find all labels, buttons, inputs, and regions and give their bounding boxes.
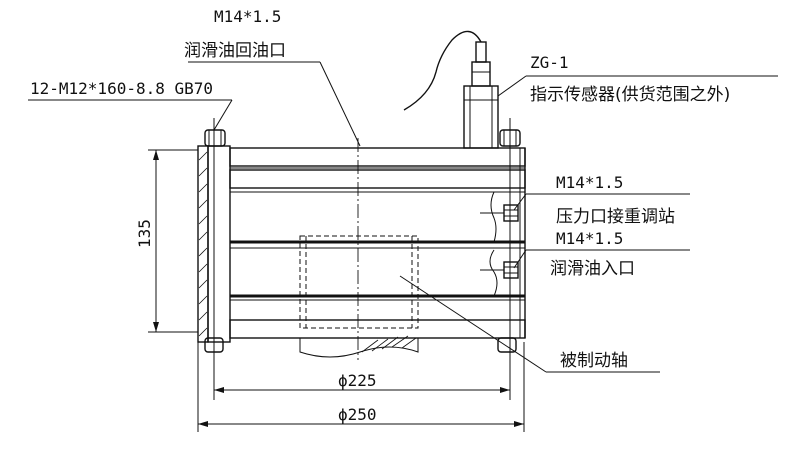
pressure-port-label: 压力口接重调站: [556, 207, 675, 227]
right-port-pressure: [480, 191, 519, 243]
inlet-port-label: 润滑油入口: [550, 259, 635, 279]
height-dimension-text: 135: [135, 219, 154, 248]
sensor-desc-label: 指示传感器(供货范围之外): [530, 85, 730, 105]
sensor-cable: [403, 30, 482, 111]
dia-inner-text: ϕ225: [338, 371, 377, 390]
shaft-label: 被制动轴: [560, 351, 628, 371]
dia-inner-dimension: [214, 387, 510, 393]
dia-outer-dimension: [197, 342, 525, 432]
height-dimension: [148, 149, 198, 333]
sensor: [403, 30, 499, 149]
sensor-model-label: ZG-1: [530, 53, 569, 72]
shaft-outline: [299, 235, 419, 358]
right-port-inlet: [480, 249, 519, 297]
top-return-label: 润滑油回油口: [184, 41, 286, 61]
brake-body: [197, 145, 526, 343]
left-plate-hatch: [198, 151, 208, 337]
inlet-thread-label: M14*1.5: [556, 229, 623, 248]
pressure-thread-label: M14*1.5: [556, 173, 623, 192]
dia-outer-text: ϕ250: [338, 405, 377, 424]
top-thread-label: M14*1.5: [214, 7, 281, 26]
bolt-spec-label: 12-M12*160-8.8 GB70: [30, 79, 213, 98]
leader-lines: [28, 61, 778, 373]
shaft-section-hatch: [361, 335, 417, 353]
